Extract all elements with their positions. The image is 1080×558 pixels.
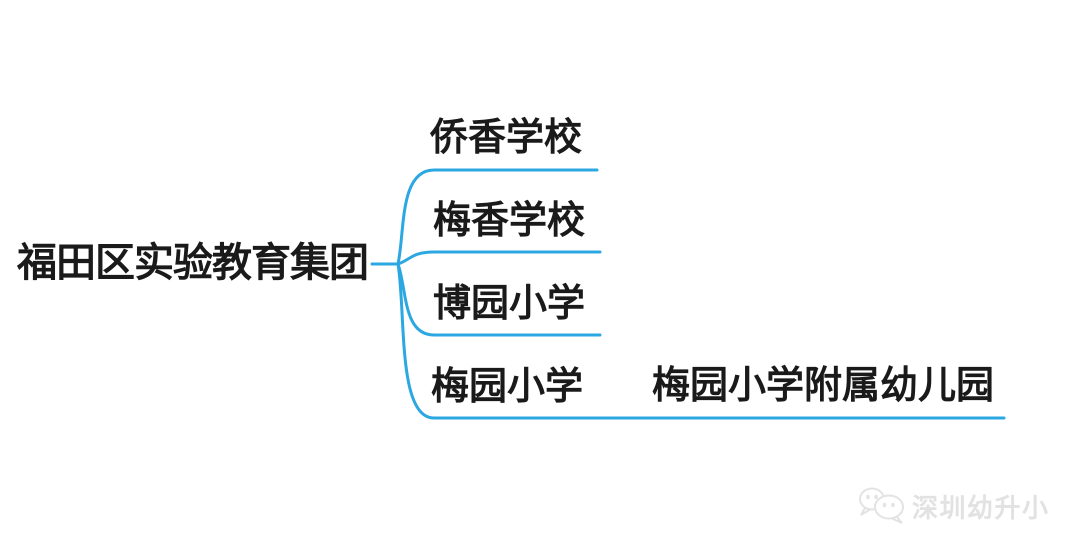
node-child-qiaoxiang-school[interactable]: 侨香学校: [430, 117, 583, 159]
node-child-boyuan-primary[interactable]: 博园小学: [433, 283, 586, 325]
branch-line-meixiang: [396, 250, 602, 266]
watermark: 深圳幼升小: [856, 484, 1050, 528]
wechat-bubbles-icon: [859, 487, 904, 524]
watermark-text: 深圳幼升小: [912, 492, 1050, 523]
branch-line-qiaoxiang: [396, 168, 599, 266]
node-child-meixiang-school[interactable]: 梅香学校: [433, 200, 586, 242]
node-child-meiyuan-primary[interactable]: 梅园小学: [431, 366, 584, 408]
branch-line-meiyuan: [396, 262, 1006, 420]
node-grandchild-meiyuan-kindergarten[interactable]: 梅园小学附属幼儿园: [652, 365, 995, 407]
node-root[interactable]: 福田区实验教育集团: [17, 241, 369, 285]
